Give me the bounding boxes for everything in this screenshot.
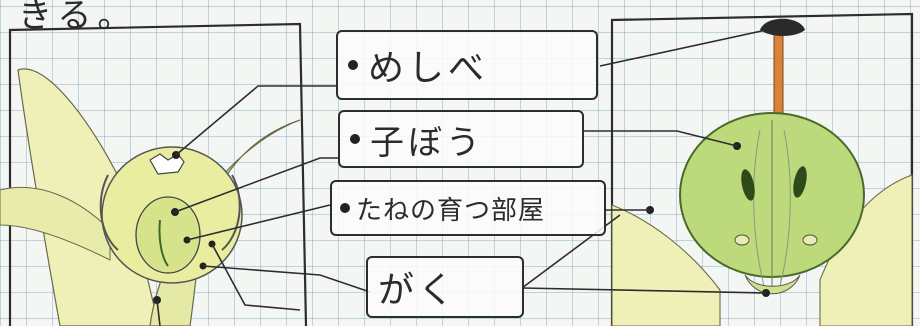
label-sepal-text: がく — [378, 270, 459, 311]
bullet-dot — [340, 203, 350, 213]
label-seed-room-text: たねの育つ部屋 — [356, 195, 546, 226]
label-pistil: めしべ — [336, 30, 598, 100]
ovary-cross-section-drawing — [611, 18, 913, 326]
right-panel-frame — [610, 12, 914, 326]
label-pistil-text: めしべ — [368, 48, 489, 89]
flower-cross-section-drawing — [0, 68, 301, 326]
label-seed-room: たねの育つ部屋 — [330, 180, 606, 236]
label-sepal: がく — [366, 256, 524, 318]
left-panel-frame — [8, 22, 308, 326]
label-ovary: 子ぼう — [338, 110, 584, 168]
bullet-dot — [348, 60, 358, 70]
label-ovary-text: 子ぼう — [370, 122, 484, 163]
bullet-dot — [350, 134, 360, 144]
